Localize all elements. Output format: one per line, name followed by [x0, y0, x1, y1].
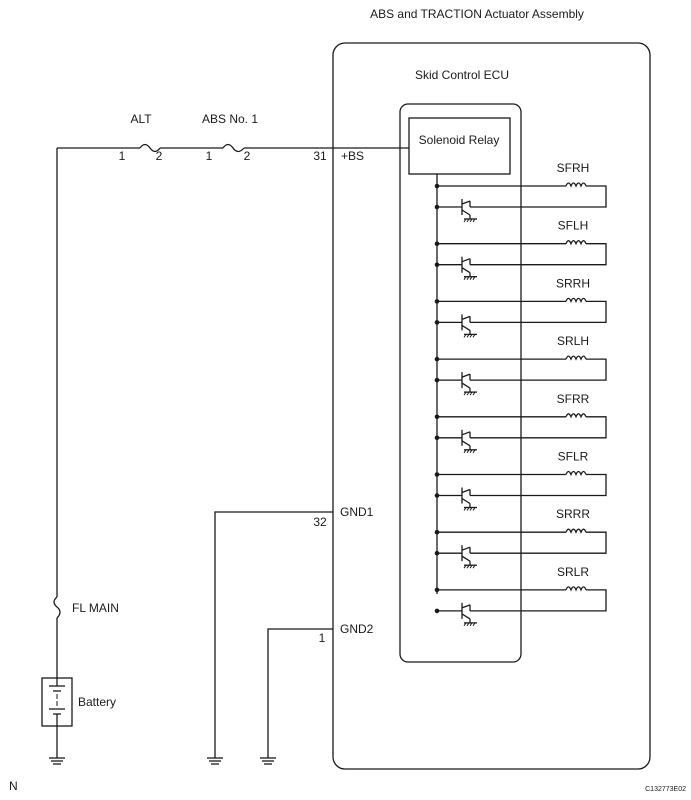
bs-pin-number: 31 [313, 149, 327, 163]
solenoid-return-wire [470, 473, 607, 497]
junction-dot [434, 529, 440, 535]
actuator-assembly-box [332, 42, 651, 770]
solenoid-channel: SRLR [434, 565, 607, 627]
solenoid-return-wire [470, 589, 607, 612]
solenoid-channel: SFRH [434, 161, 607, 223]
solenoid-return-wire [470, 243, 607, 266]
transistor-icon [461, 199, 477, 223]
solenoid-label: SFRH [557, 161, 590, 175]
junction-dot [434, 587, 440, 593]
gnd1-pin-number: 32 [313, 515, 327, 529]
solenoid-channel: SFLR [434, 450, 607, 511]
solenoid-label: SRLR [557, 565, 589, 579]
transistor-icon [461, 429, 477, 454]
solenoid-label: SFRR [557, 392, 590, 406]
solenoid-relay-box [408, 117, 511, 175]
gnd2-terminal-name: GND2 [340, 622, 374, 636]
solenoid-return-wire [470, 185, 607, 208]
solenoid-relay-label: Solenoid Relay [419, 133, 500, 147]
ecu-label: Skid Control ECU [415, 68, 509, 82]
battery-label: Battery [78, 695, 116, 709]
transistor-icon [461, 372, 477, 396]
transistor-icon [461, 487, 477, 511]
fl-main-label: FL MAIN [72, 601, 119, 615]
transistor-icon [461, 256, 477, 280]
solenoid-return-wire [470, 531, 607, 554]
alt-fuse-pin-in: 1 [119, 149, 126, 163]
solenoid-channel: SRRH [434, 276, 607, 338]
assembly-title: ABS and TRACTION Actuator Assembly [370, 7, 584, 21]
bs-terminal-name: +BS [341, 149, 364, 163]
solenoid-coil-icon [565, 297, 587, 304]
gnd1-ground-icon [207, 757, 223, 765]
gnd2-wire [267, 628, 333, 758]
solenoid-coil-icon [565, 586, 587, 592]
gnd2-ground-icon [260, 757, 276, 765]
skid-control-ecu-box [399, 103, 522, 663]
gnd1-terminal-name: GND1 [340, 505, 374, 519]
junction-dot [434, 472, 440, 477]
solenoid-channel: SFRR [434, 392, 607, 454]
alt-fuse-pin-out: 2 [156, 149, 163, 163]
fl-main-fuse-symbol [53, 596, 61, 619]
abs-fuse-label: ABS No. 1 [202, 112, 258, 126]
solenoid-channel: SRLH [434, 334, 607, 396]
junction-dot [434, 356, 440, 362]
alt-fuse-symbol [139, 143, 161, 153]
abs-no1-fuse-symbol [222, 143, 245, 153]
junction-dot [434, 414, 440, 420]
solenoid-return-wire [470, 358, 607, 381]
alt-fuse-label: ALT [130, 112, 152, 126]
solenoid-return-wire [470, 416, 607, 439]
junction-dot [434, 241, 440, 246]
junction-dot [434, 299, 440, 304]
battery-ground-icon [49, 757, 65, 765]
solenoid-coil-icon [565, 355, 587, 361]
transistor-icon [461, 545, 477, 569]
figure-code: C132773E02 [645, 786, 686, 793]
battery-symbol [41, 677, 73, 727]
solenoid-coil-icon [565, 182, 587, 188]
transistor-icon [461, 314, 477, 338]
solenoid-label: SFLH [558, 219, 589, 233]
solenoid-coil-icon [565, 528, 587, 534]
solenoid-label: SFLR [558, 450, 589, 464]
abs-fuse-pin-out: 2 [244, 149, 251, 163]
gnd1-wire [214, 511, 333, 758]
gnd2-pin-number: 1 [319, 631, 326, 645]
solenoid-channel: SFLH [434, 219, 607, 280]
junction-dot [434, 183, 440, 189]
solenoid-label: SRRR [556, 507, 590, 521]
solenoid-coil-icon [565, 470, 587, 477]
transistor-icon [461, 602, 477, 627]
solenoid-coil-icon [565, 413, 587, 419]
solenoid-channels: SFRH SFLH SRRH SRLH SFRR SFLR SRRR SRLR [434, 161, 607, 627]
corner-mark: N [9, 779, 18, 793]
solenoid-channel: SRRR [434, 507, 607, 569]
solenoid-coil-icon [565, 240, 587, 246]
solenoid-label: SRRH [556, 276, 590, 290]
solenoid-return-wire [470, 300, 607, 324]
solenoid-label: SRLH [557, 334, 589, 348]
abs-fuse-pin-in: 1 [206, 149, 213, 163]
